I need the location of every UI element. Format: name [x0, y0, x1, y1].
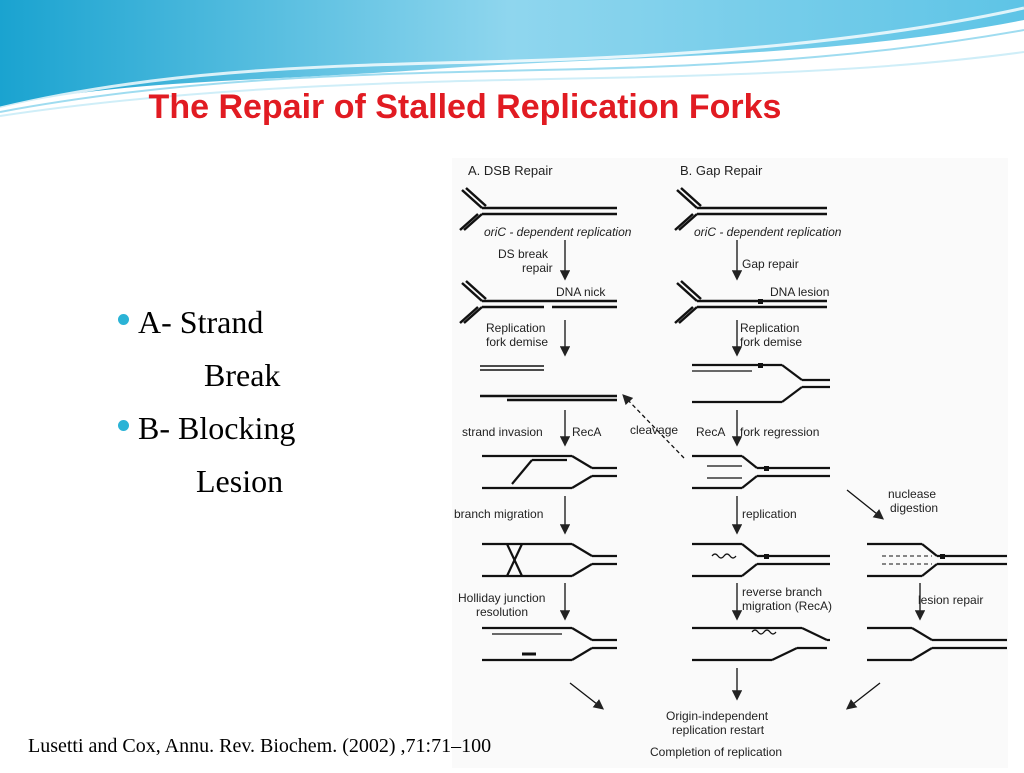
replication-label: replication	[742, 507, 797, 521]
citation-text: Lusetti and Cox, Annu. Rev. Biochem. (20…	[28, 735, 492, 757]
fork-demise-b-1: Replication	[740, 321, 799, 335]
ds-break-label-1: DS break	[498, 247, 549, 261]
panel-b-title: B. Gap Repair	[680, 163, 763, 178]
bullet-dot-icon	[118, 420, 129, 431]
fork-demise-a-1: Replication	[486, 321, 545, 335]
ds-break-label-2: repair	[522, 261, 553, 275]
dna-lesion-label: DNA lesion	[770, 285, 829, 299]
panel-a-title: A. DSB Repair	[468, 163, 553, 178]
origin-independent-label-1: Origin-independent	[666, 709, 769, 723]
bullet-continuation: Break	[204, 357, 281, 393]
bullet-dot-icon	[118, 314, 129, 325]
reca-label-b: RecA	[696, 425, 725, 439]
fork-repair-diagram: A. DSB Repair B. Gap Repair oriC - depen…	[452, 158, 1008, 768]
slide-title: The Repair of Stalled Replication Forks	[148, 88, 782, 126]
bullet-continuation: Lesion	[196, 463, 284, 499]
cleavage-label: cleavage	[630, 423, 678, 437]
bullet-text: B- Blocking	[138, 410, 296, 446]
reca-label-a: RecA	[572, 425, 601, 439]
fork-regression-label: fork regression	[740, 425, 819, 439]
reverse-branch-label-1: reverse branch	[742, 585, 822, 599]
gap-repair-label: Gap repair	[742, 257, 799, 271]
holliday-label-2: resolution	[476, 605, 528, 619]
branch-migration-label: branch migration	[454, 507, 543, 521]
lesion-repair-label: lesion repair	[918, 593, 983, 607]
completion-label: Completion of replication	[650, 745, 782, 759]
fork-demise-a-2: fork demise	[486, 335, 548, 349]
header-wave-decoration	[0, 0, 1024, 117]
reverse-branch-label-2: migration (RecA)	[742, 599, 832, 613]
oric-label-b: oriC - dependent replication	[694, 225, 842, 239]
dna-nick-label: DNA nick	[556, 285, 606, 299]
bullet-text: A- Strand	[138, 304, 264, 340]
oric-label-a: oriC - dependent replication	[484, 225, 632, 239]
fork-demise-b-2: fork demise	[740, 335, 802, 349]
holliday-label-1: Holliday junction	[458, 591, 545, 605]
bullet-item-blocking-lesion: B- Blocking	[118, 402, 295, 455]
origin-independent-label-2: replication restart	[672, 723, 765, 737]
bullet-list: A- Strand Break B- Blocking Lesion	[118, 296, 295, 508]
nuclease-label-1: nuclease	[888, 487, 936, 501]
bullet-item-strand-break: A- Strand	[118, 296, 295, 349]
strand-invasion-label: strand invasion	[462, 425, 543, 439]
nuclease-label-2: digestion	[890, 501, 938, 515]
